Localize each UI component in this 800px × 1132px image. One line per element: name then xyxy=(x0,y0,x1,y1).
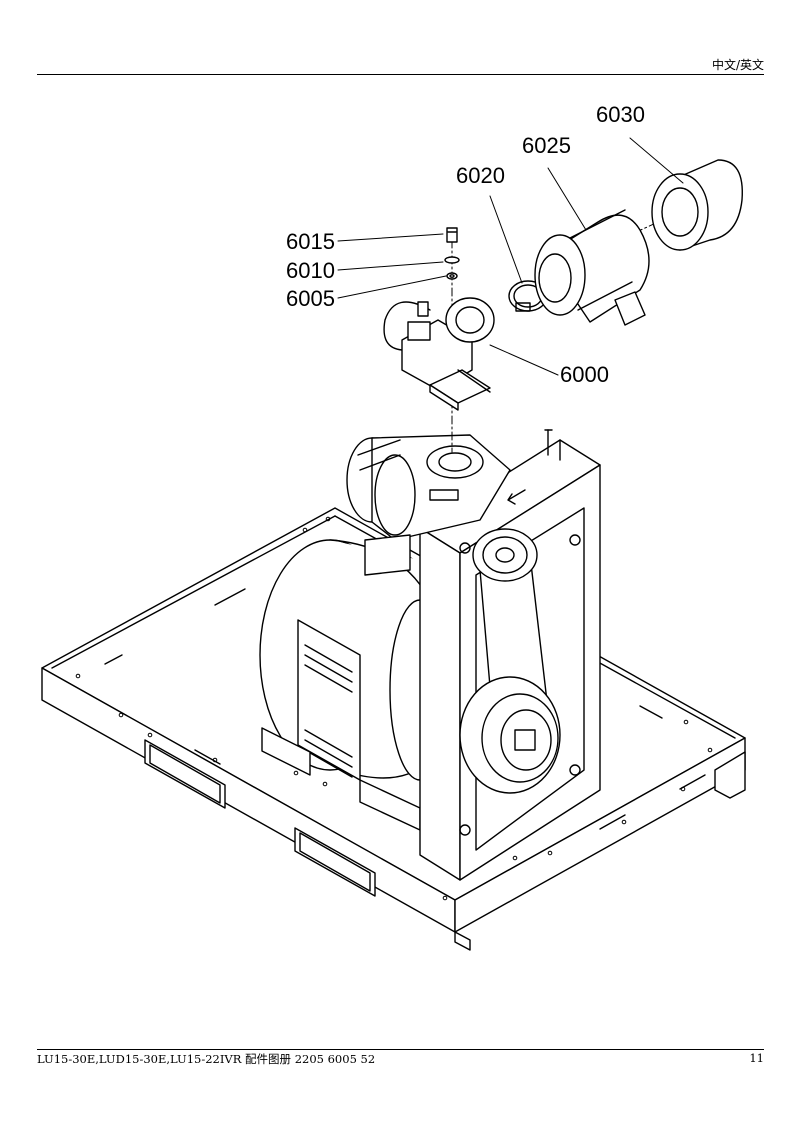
callout-6010: 6010 xyxy=(286,258,335,283)
unloader-valve xyxy=(383,297,495,411)
callout-6020: 6020 xyxy=(456,163,505,188)
air-filter-housing xyxy=(534,209,650,326)
footer-rule xyxy=(37,1049,764,1050)
callout-6000: 6000 xyxy=(560,362,609,387)
belt-frame xyxy=(419,429,601,881)
footer-page-number: 11 xyxy=(749,1051,764,1065)
callout-6005: 6005 xyxy=(286,286,335,311)
footer-model-line: LU15-30E,LUD15-30E,LU15-22IVR 配件图册 2205 … xyxy=(37,1052,376,1066)
compressor-element xyxy=(346,434,511,576)
callout-6025: 6025 xyxy=(522,133,571,158)
header-rule xyxy=(37,74,764,75)
callout-6030: 6030 xyxy=(596,102,645,127)
small-fasteners xyxy=(444,227,460,280)
filter-element xyxy=(651,159,743,251)
header-language-label: 中文/英文 xyxy=(711,58,764,72)
callout-6015: 6015 xyxy=(286,229,335,254)
